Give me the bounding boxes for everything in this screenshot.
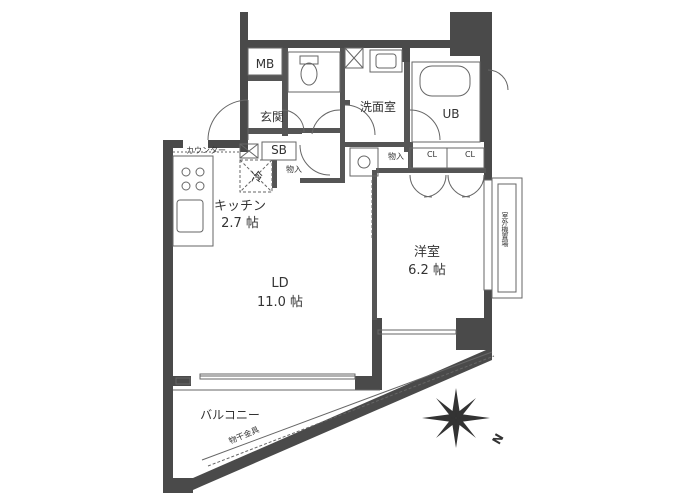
compass-rose-icon <box>422 388 490 448</box>
youshitsu-name: 洋室 <box>413 245 440 260</box>
genkan-label: 玄関 <box>259 110 284 124</box>
outdoor-unit-label: 室外機置場 <box>501 212 509 247</box>
kitchen-size: 2.7 帖 <box>221 216 259 231</box>
youshitsu-size: 6.2 帖 <box>408 263 446 278</box>
outer-walls <box>163 12 492 493</box>
fixtures <box>172 47 523 467</box>
cl-label-2: CL <box>464 150 476 159</box>
monoire-label-2: 物入 <box>388 152 404 161</box>
door-swings <box>207 69 509 240</box>
cl-label-1: CL <box>426 150 438 159</box>
kitchen-name: キッチン <box>213 199 266 214</box>
balcony-label: バルコニー <box>200 408 260 422</box>
ub-label: UB <box>442 107 460 121</box>
fridge-label: 冷 <box>250 170 263 184</box>
mb-label: MB <box>255 57 275 71</box>
monoire-label-1: 物入 <box>286 165 302 174</box>
senmenshitsu-label: 洗面室 <box>359 100 396 114</box>
sb-label: SB <box>271 143 287 157</box>
ld-name: LD <box>271 276 289 291</box>
counter-label: カウンター <box>186 146 226 155</box>
ld-size: 11.0 帖 <box>256 295 304 310</box>
